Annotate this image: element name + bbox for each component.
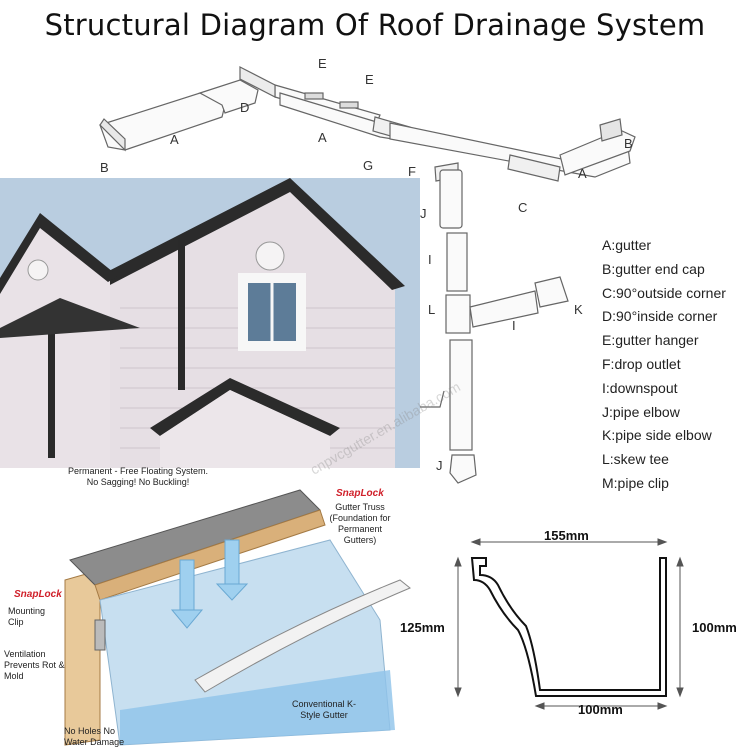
label-j-top: J [420,206,427,221]
end-cap [599,118,623,142]
legend-item: D:90°inside corner [602,308,718,325]
label-b-left: B [100,160,109,175]
snaplock-brand-top: SnapLock [336,488,384,499]
label-e-1: E [318,56,327,71]
label-b-right: B [624,136,633,151]
dim-top-width: 155mm [544,528,589,543]
permanent-note: Permanent - Free Floating System. No Sag… [67,466,209,487]
label-c: C [518,200,528,215]
side-downspout [469,290,539,328]
legend-item: I:downspout [602,379,678,396]
gutter-truss-note: Gutter Truss (Foundation for Permanent G… [329,502,391,545]
dim-left-height: 125mm [400,620,445,635]
label-a-left: A [170,132,179,147]
gutter-profile-outline [470,557,667,697]
house-photo [0,178,420,468]
legend-item: E:gutter hanger [602,332,699,349]
label-k: K [574,302,583,317]
mounting-clip-note: Mounting Clip [8,606,46,627]
pipe-elbow-bottom [449,454,477,484]
parts-legend: A:gutter B:gutter end cap C:90°outside c… [602,234,750,496]
label-a-mid: A [318,130,327,145]
legend-item: M:pipe clip [602,474,669,491]
label-i-side: I [512,318,516,333]
gutter-assembly-diagram [99,66,636,484]
downspout-upper [446,232,468,292]
no-holes-note: No Holes No Water Damage [64,726,125,747]
label-f: F [408,164,416,179]
label-i-top: I [428,252,432,267]
legend-item: J:pipe elbow [602,403,680,420]
inside-corner [198,79,259,114]
dim-bottom-width: 100mm [578,702,623,717]
label-l: L [428,302,436,317]
label-a-right: A [578,166,587,181]
legend-item: L:skew tee [602,451,669,468]
legend-item: C:90°outside corner [602,284,726,301]
conventional-gutter-note: Conventional K-Style Gutter [291,699,357,720]
legend-item: B:gutter end cap [602,260,705,277]
pipe-side-elbow [534,276,569,308]
legend-item: A:gutter [602,237,652,253]
gutter-cutaway-illustration [64,489,411,746]
dim-right-height: 100mm [692,620,737,635]
skew-tee [445,294,471,334]
label-d: D [240,100,250,115]
hanger-1 [304,92,324,100]
legend-item: F:drop outlet [602,355,681,372]
hanger-2 [339,101,359,109]
legend-item: K:pipe side elbow [602,427,712,444]
page-title: Structural Diagram Of Roof Drainage Syst… [44,8,706,42]
gutter-profile-drawing [454,538,684,710]
downspout-lower [449,339,473,451]
pipe-elbow-top [439,169,463,229]
ventilation-note: Ventilation Prevents Rot & Mold [4,649,65,681]
label-g: G [363,158,374,173]
label-j-bottom: J [436,458,443,473]
snaplock-brand-left: SnapLock [14,589,62,600]
label-e-2: E [365,72,374,87]
outside-corner [507,154,561,182]
